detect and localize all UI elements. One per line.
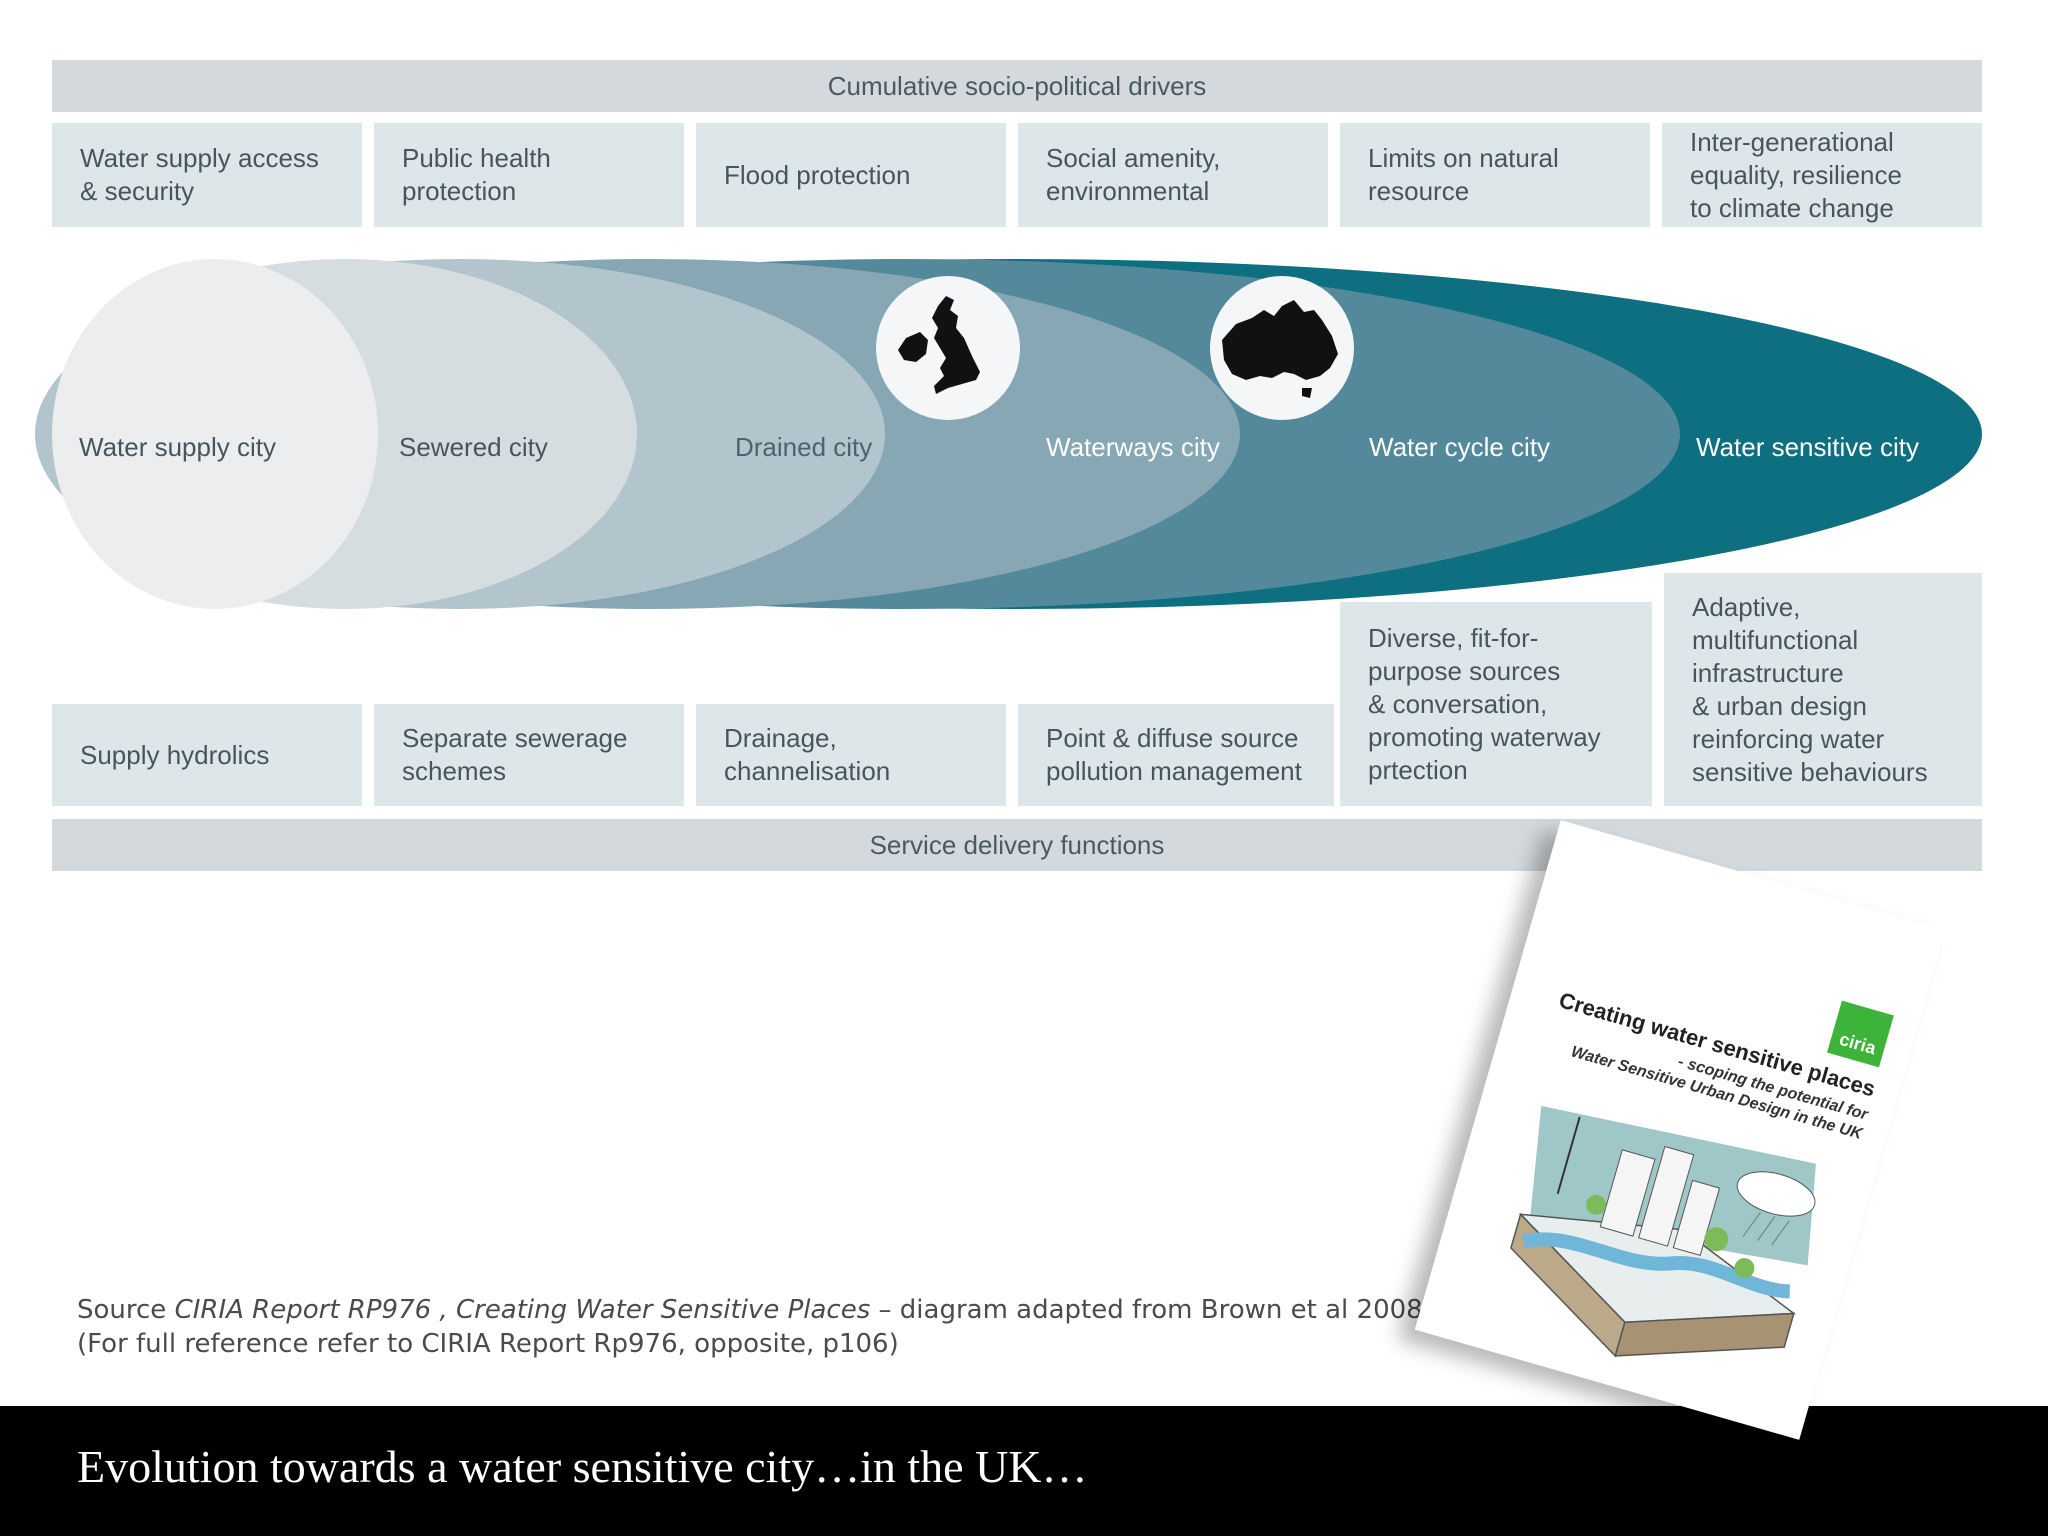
city-evolution-diagram [35,259,1982,609]
source-title: CIRIA Report RP976 , Creating Water Sens… [174,1295,871,1325]
source-suffix: – diagram adapted from Brown et al 2008 [870,1295,1423,1325]
driver-box-4: Social amenity, environmental [1018,123,1328,227]
driver-text: Flood protection [724,159,911,190]
city-illustration [1510,1105,1816,1358]
stage-label-water-supply-city: Water supply city [79,432,276,462]
function-box-3: Drainage, channelisation [696,704,1006,806]
driver-box-2: Public health protection [374,123,684,227]
slide-title: Evolution towards a water sensitive city… [77,1441,1088,1492]
function-box-1: Supply hydrolics [52,704,362,806]
driver-text: Public health protection [402,143,551,206]
ciria-logo: ciria [1827,1000,1894,1068]
driver-text: Inter-generational equality, resilience … [1690,126,1902,223]
stage-water-supply-city-shape [52,259,378,609]
australia-globe [1210,276,1354,420]
function-box-4: Point & diffuse source pollution managem… [1018,704,1334,806]
source-line-2: (For full reference refer to CIRIA Repor… [77,1329,899,1359]
source-note: Source CIRIA Report RP976 , Creating Wat… [77,1293,1423,1361]
driver-text: Social amenity, environmental [1046,143,1221,206]
driver-box-1: Water supply access & security [52,123,362,227]
driver-box-5: Limits on natural resource [1340,123,1650,227]
function-text: Supply hydrolics [80,739,270,770]
uk-map-icon [898,296,980,394]
stage-label-water-sensitive-city: Water sensitive city [1696,432,1919,462]
stage-label-waterways-city: Waterways city [1046,432,1220,462]
function-text: Drainage, channelisation [724,723,891,786]
australia-map-icon [1222,300,1338,398]
driver-box-3: Flood protection [696,123,1006,227]
source-prefix: Source [77,1295,175,1325]
stage-label-drained-city: Drained city [735,432,873,462]
function-box-5: Diverse, fit-for- purpose sources & conv… [1340,602,1652,806]
stage-label-water-cycle-city: Water cycle city [1369,432,1551,462]
footer-bar [0,1406,2048,1536]
drivers-header-label: Cumulative socio-political drivers [827,70,1207,101]
source-line-1: Source CIRIA Report RP976 , Creating Wat… [77,1293,1423,1327]
function-text: Point & diffuse source pollution managem… [1046,723,1302,786]
function-box-6: Adaptive, multifunctional infrastructure… [1664,573,1982,806]
driver-box-6: Inter-generational equality, resilience … [1662,123,1982,227]
driver-text: Limits on natural resource [1368,143,1559,206]
function-text: Adaptive, multifunctional infrastructure… [1692,591,1928,787]
function-text: Diverse, fit-for- purpose sources & conv… [1368,622,1601,785]
uk-globe [876,276,1020,420]
functions-footer-label: Service delivery functions [869,829,1165,860]
driver-text: Water supply access & security [80,143,319,206]
report-cover-image: ciria Creating water sensitive places - … [1414,820,1946,1440]
function-text: Separate sewerage schemes [402,723,628,786]
drivers-header-band: Cumulative socio-political drivers [52,60,1982,112]
function-box-2: Separate sewerage schemes [374,704,684,806]
stage-label-sewered-city: Sewered city [399,432,548,462]
